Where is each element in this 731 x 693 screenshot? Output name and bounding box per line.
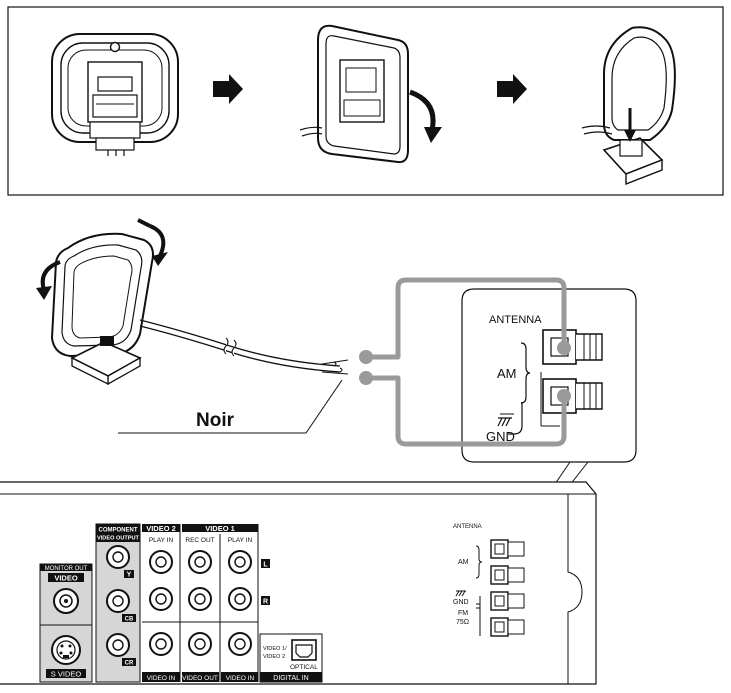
video2-video-in-jack[interactable]	[149, 632, 173, 656]
small-fm-ohm-label: 75Ω	[456, 619, 469, 626]
video-in-label-2: VIDEO IN	[226, 675, 255, 682]
small-fm-terminal-1[interactable]	[490, 591, 525, 611]
optical-source-label: VIDEO 2	[263, 654, 285, 660]
step-arrow-2-icon	[497, 74, 527, 104]
small-fm-label: FM	[458, 610, 468, 617]
monitor-out-label: MONITOR OUT	[45, 566, 88, 572]
video1-play-in-l-jack[interactable]	[228, 550, 252, 574]
play-in-label-2: PLAY IN	[228, 537, 253, 544]
wire-color-label: Noir	[196, 410, 235, 431]
s-video-jack[interactable]	[51, 635, 81, 665]
digital-in-label: DIGITAL IN	[273, 675, 308, 682]
small-antenna-label: ANTENNA	[453, 524, 482, 530]
video1-video-out-jack[interactable]	[188, 632, 212, 656]
assembled-loop-antenna	[36, 218, 168, 386]
wire-routing-guides	[366, 277, 567, 447]
optical-input-jack[interactable]	[291, 639, 317, 661]
wire-callout-line	[118, 379, 343, 434]
small-gnd-label: GND	[453, 599, 469, 606]
video1-rec-out-l-jack[interactable]	[188, 550, 212, 574]
video2-play-in-r-jack[interactable]	[149, 587, 173, 611]
am-label: AM	[497, 366, 517, 381]
video1-header: VIDEO 1	[205, 524, 235, 533]
cr-badge: CR	[125, 661, 134, 667]
am-terminal-lower[interactable]	[542, 378, 603, 414]
component-cb-jack[interactable]	[106, 589, 130, 613]
video-out-label: VIDEO OUT	[182, 675, 218, 682]
component-header-line1: COMPONENT	[99, 528, 138, 534]
optical-label: OPTICAL	[290, 664, 318, 671]
l-badge: L	[263, 562, 268, 569]
small-am-terminal-1[interactable]	[490, 539, 525, 559]
step1-loop-antenna-flat	[51, 33, 179, 156]
s-video-label: S VIDEO	[51, 670, 82, 679]
component-y-jack[interactable]	[106, 545, 130, 569]
antenna-terminal-detail: ANTENNA AM GND	[461, 288, 637, 463]
y-badge: Y	[127, 572, 132, 579]
step2-loop-antenna-unfold	[299, 24, 442, 164]
small-am-label: AM	[458, 559, 469, 566]
step3-loop-antenna-on-stand	[581, 26, 676, 186]
optical-source-label-1: VIDEO 1/	[263, 646, 287, 652]
video-in-label-1: VIDEO IN	[147, 675, 176, 682]
play-in-label-1: PLAY IN	[149, 537, 174, 544]
r-badge: R	[263, 599, 268, 606]
assembly-steps-panel	[7, 6, 724, 196]
video2-play-in-l-jack[interactable]	[149, 550, 173, 574]
small-fm-terminal-2[interactable]	[490, 617, 525, 637]
video1-rec-out-r-jack[interactable]	[188, 587, 212, 611]
receiver-rear-panel: MONITOR OUT VIDEO S VIDEO COMPONENT VIDE…	[0, 481, 597, 685]
step-arrow-1-icon	[213, 74, 243, 104]
video1-play-in-r-jack[interactable]	[228, 587, 252, 611]
antenna-wire	[139, 319, 373, 385]
video1-video-in-jack[interactable]	[228, 632, 252, 656]
video2-header: VIDEO 2	[146, 524, 176, 533]
component-header-2: VIDEO OUTPUT	[97, 536, 140, 542]
video-label: VIDEO	[54, 574, 78, 583]
cb-badge: CB	[125, 617, 134, 623]
gnd-label: GND	[486, 429, 515, 444]
component-header: COMPONENT	[99, 528, 138, 534]
component-cr-jack[interactable]	[106, 633, 130, 657]
audio-jacks	[149, 550, 252, 656]
antenna-title: ANTENNA	[489, 314, 542, 326]
am-terminal-upper[interactable]	[542, 329, 603, 365]
rec-out-label: REC OUT	[185, 537, 214, 544]
small-am-terminal-2[interactable]	[490, 565, 525, 585]
